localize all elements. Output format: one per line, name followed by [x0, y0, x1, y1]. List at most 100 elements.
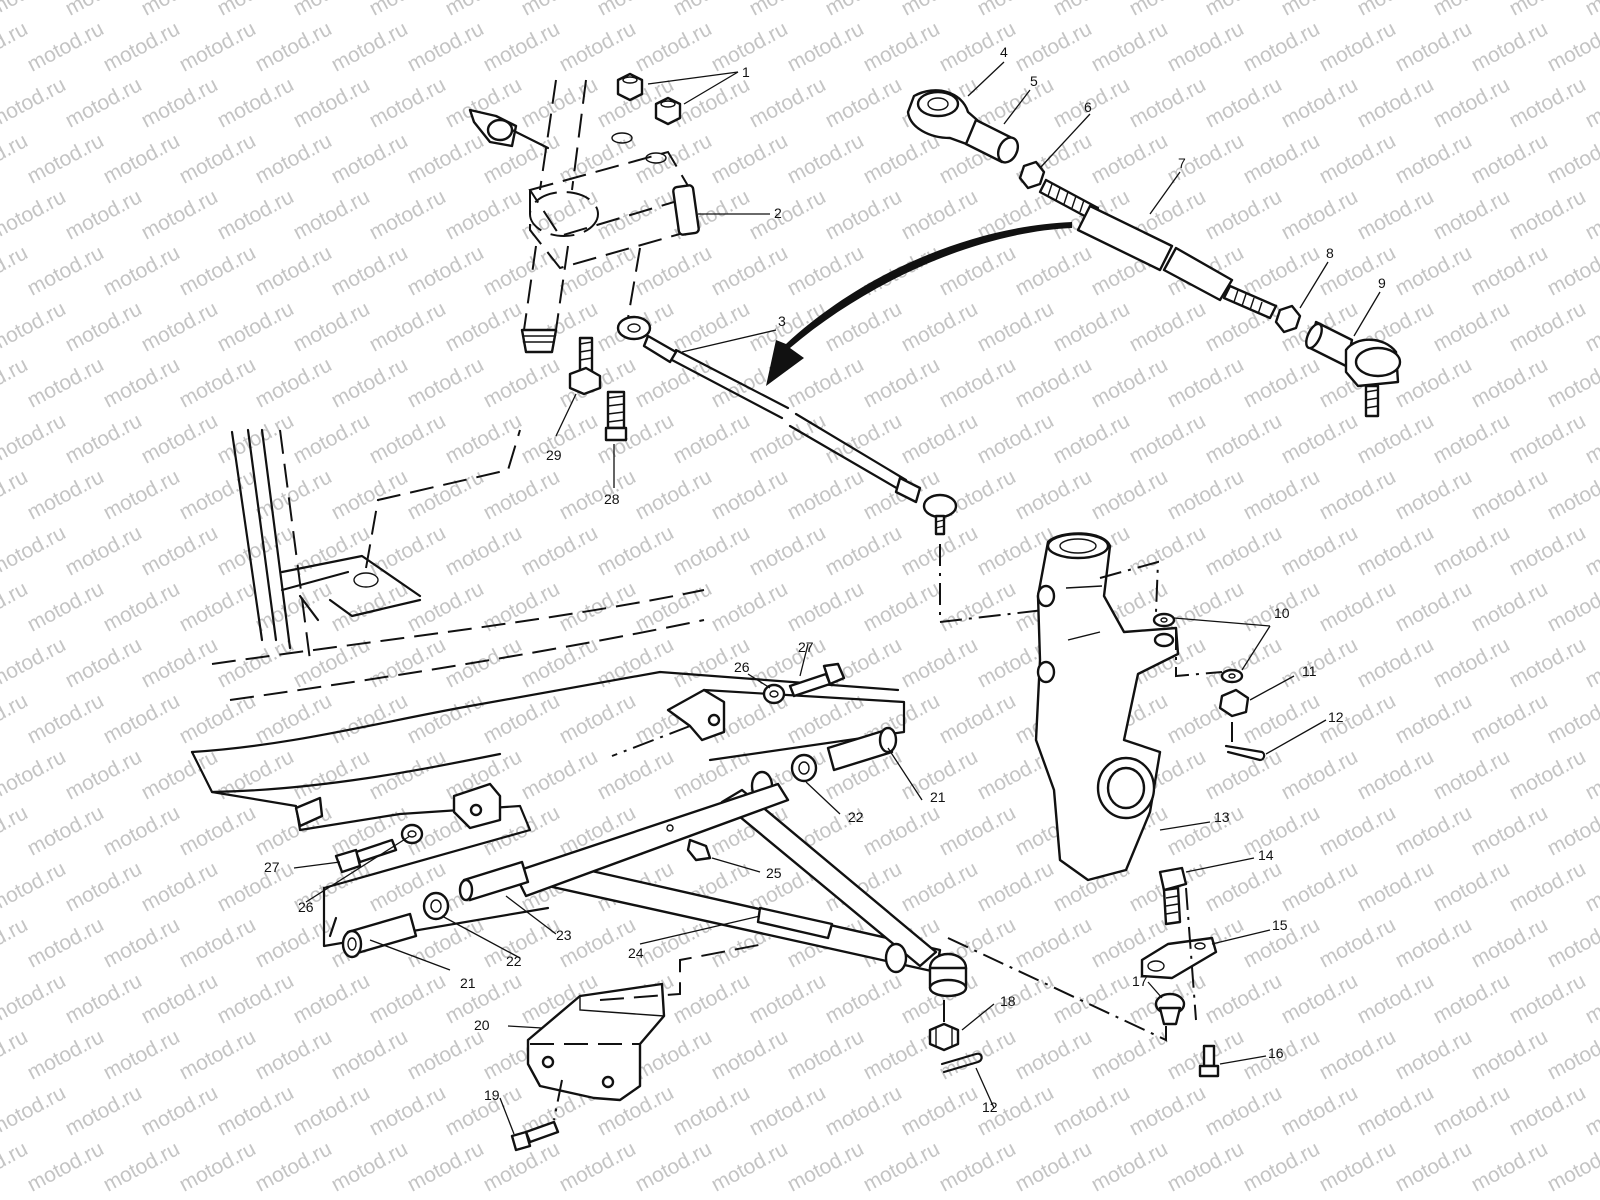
watermark-text: motod.ru: [214, 409, 298, 468]
watermark-text: motod.ru: [214, 73, 298, 132]
watermark-text: motod.ru: [366, 1081, 450, 1140]
watermark-text: motod.ru: [366, 745, 450, 804]
watermark-text: motod.ru: [62, 1193, 146, 1200]
watermark-text: motod.ru: [1544, 353, 1600, 412]
watermark-text: motod.ru: [480, 577, 564, 636]
watermark-text: motod.ru: [974, 1193, 1058, 1200]
watermark-text: motod.ru: [328, 241, 412, 300]
cotter-pin-lower: [940, 1052, 983, 1074]
watermark-text: motod.ru: [594, 521, 678, 580]
callout-19: 19: [484, 1087, 500, 1103]
watermark-text: motod.ru: [1202, 1081, 1286, 1140]
watermark-text: motod.ru: [708, 129, 792, 188]
watermark-text: motod.ru: [1012, 913, 1096, 972]
watermark-text: motod.ru: [1240, 353, 1324, 412]
watermark-text: motod.ru: [366, 409, 450, 468]
watermark-text: motod.ru: [670, 1081, 754, 1140]
watermark-text: motod.ru: [138, 633, 222, 692]
watermark-text: motod.ru: [1354, 857, 1438, 916]
watermark-text: motod.ru: [1316, 801, 1400, 860]
watermark-text: motod.ru: [0, 689, 32, 748]
watermark-text: motod.ru: [1506, 297, 1590, 356]
watermark-text: motod.ru: [898, 633, 982, 692]
watermark-text: motod.ru: [822, 185, 906, 244]
skid-plate: [526, 982, 666, 1102]
watermark-text: motod.ru: [480, 17, 564, 76]
watermark-text: motod.ru: [1392, 1025, 1476, 1084]
tie-rod: [1038, 178, 1278, 320]
watermark-text: motod.ru: [62, 857, 146, 916]
watermark-text: motod.ru: [442, 409, 526, 468]
watermark-text: motod.ru: [1126, 521, 1210, 580]
watermark-text: motod.ru: [784, 241, 868, 300]
watermark-text: motod.ru: [1278, 521, 1362, 580]
watermark-text: motod.ru: [1126, 1081, 1210, 1140]
watermark-text: motod.ru: [1012, 1025, 1096, 1084]
watermark-text: motod.ru: [708, 465, 792, 524]
watermark-text: motod.ru: [290, 73, 374, 132]
watermark-text: motod.ru: [1468, 1025, 1552, 1084]
watermark-text: motod.ru: [1240, 241, 1324, 300]
watermark-text: motod.ru: [594, 0, 678, 20]
watermark-text: motod.ru: [214, 969, 298, 1028]
callout-8: 8: [1326, 245, 1334, 261]
watermark-text: motod.ru: [1582, 633, 1600, 692]
watermark-text: motod.ru: [1582, 1081, 1600, 1140]
watermark-text: motod.ru: [100, 1137, 184, 1196]
watermark-text: motod.ru: [328, 353, 412, 412]
watermark-text: motod.ru: [1050, 297, 1134, 356]
watermark-text: motod.ru: [898, 1193, 982, 1200]
watermark-text: motod.ru: [822, 409, 906, 468]
nuts: [616, 72, 682, 126]
watermark-text: motod.ru: [1164, 17, 1248, 76]
bushings: [341, 726, 898, 959]
watermark-text: motod.ru: [1544, 913, 1600, 972]
watermark-text: motod.ru: [0, 1025, 32, 1084]
watermark-text: motod.ru: [1088, 353, 1172, 412]
watermark-text: motod.ru: [62, 297, 146, 356]
watermark-text: motod.ru: [1392, 129, 1476, 188]
watermark-text: motod.ru: [1468, 17, 1552, 76]
watermark-text: motod.ru: [100, 17, 184, 76]
watermark-text: motod.ru: [936, 689, 1020, 748]
watermark-text: motod.ru: [290, 521, 374, 580]
plate: [1140, 936, 1218, 980]
watermark-text: motod.ru: [252, 241, 336, 300]
rod-sleeve: [964, 118, 1020, 164]
watermark-text: motod.ru: [1582, 969, 1600, 1028]
watermark-text: motod.ru: [328, 129, 412, 188]
callout-21: 21: [930, 789, 946, 805]
watermark-text: motod.ru: [1088, 129, 1172, 188]
watermark-text: motod.ru: [1468, 353, 1552, 412]
watermark-text: motod.ru: [860, 129, 944, 188]
watermark-text: motod.ru: [442, 1193, 526, 1200]
callout-23: 23: [556, 927, 572, 943]
watermark-text: motod.ru: [1392, 17, 1476, 76]
watermark-text: motod.ru: [1164, 801, 1248, 860]
callout-16: 16: [1268, 1045, 1284, 1061]
watermark-text: motod.ru: [0, 1137, 32, 1196]
watermark-text: motod.ru: [1506, 185, 1590, 244]
watermark-text: motod.ru: [1126, 73, 1210, 132]
watermark-text: motod.ru: [1354, 0, 1438, 20]
watermark-text: motod.ru: [1430, 73, 1514, 132]
watermark-text: motod.ru: [214, 745, 298, 804]
watermark-text: motod.ru: [822, 1193, 906, 1200]
watermark-text: motod.ru: [1278, 633, 1362, 692]
watermark-text: motod.ru: [822, 73, 906, 132]
callout-27-lower: 27: [264, 859, 280, 875]
watermark-text: motod.ru: [366, 969, 450, 1028]
watermark-text: motod.ru: [252, 1137, 336, 1196]
watermark-text: motod.ru: [62, 521, 146, 580]
watermark-text: motod.ru: [0, 969, 70, 1028]
steering-column-end: [468, 108, 550, 150]
watermark-text: motod.ru: [252, 1025, 336, 1084]
watermark-text: motod.ru: [1544, 1025, 1600, 1084]
watermark-text: motod.ru: [784, 577, 868, 636]
watermark-text: motod.ru: [0, 857, 70, 916]
watermark-text: motod.ru: [138, 1081, 222, 1140]
watermark-text: motod.ru: [632, 465, 716, 524]
watermark-text: motod.ru: [138, 745, 222, 804]
watermark-text: motod.ru: [746, 185, 830, 244]
watermark-text: motod.ru: [1240, 1137, 1324, 1196]
